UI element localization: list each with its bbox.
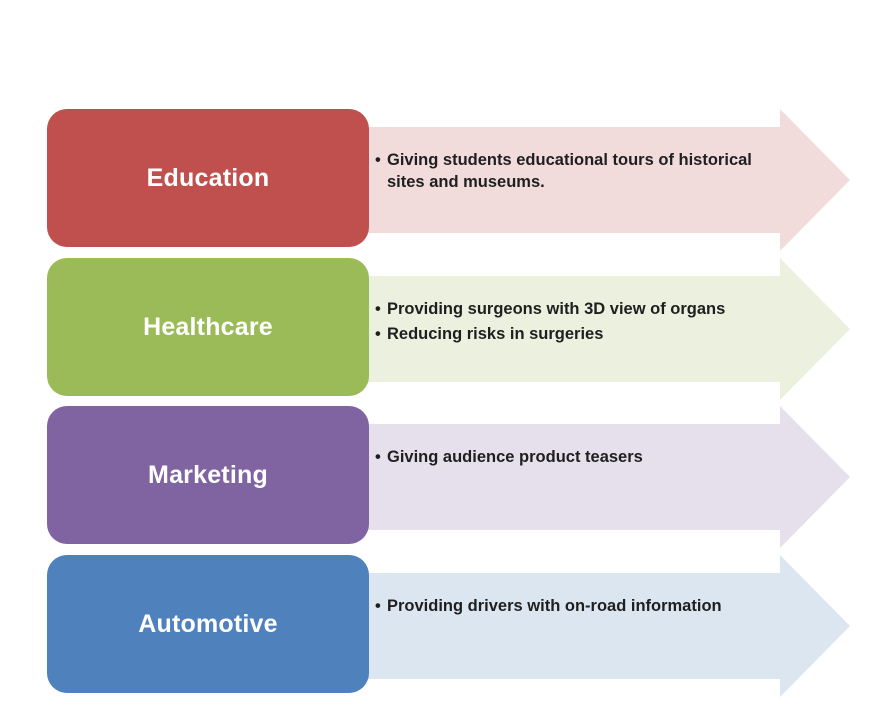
bullet-item: •Providing surgeons with 3D view of orga… xyxy=(375,300,726,318)
bullet-dot-icon: • xyxy=(375,597,381,615)
category-label: Healthcare xyxy=(143,312,273,341)
bullet-item: •Giving audience product teasers xyxy=(375,448,643,466)
category-label: Automotive xyxy=(138,609,278,638)
bullet-list: •Giving students educational tours of hi… xyxy=(373,149,793,196)
category-box: Education xyxy=(47,109,369,247)
category-label: Marketing xyxy=(148,460,268,489)
row-education: Education •Giving students educational t… xyxy=(0,109,892,251)
bullet-dot-icon: • xyxy=(375,325,381,343)
row-healthcare: Healthcare •Providing surgeons with 3D v… xyxy=(0,258,892,400)
bullet-item: •Reducing risks in surgeries xyxy=(375,325,604,343)
arrow-polygon xyxy=(340,555,850,697)
arrow-shape xyxy=(340,109,852,251)
bullet-item: •Providing drivers with on-road informat… xyxy=(375,597,722,615)
bullet-list: •Providing surgeons with 3D view of orga… xyxy=(373,298,793,348)
arrow-shape xyxy=(340,406,852,548)
row-automotive: Automotive •Providing drivers with on-ro… xyxy=(0,555,892,697)
bullet-dot-icon: • xyxy=(375,448,381,466)
category-box: Automotive xyxy=(47,555,369,693)
arrow-polygon xyxy=(340,258,850,400)
category-box: Healthcare xyxy=(47,258,369,396)
category-box: Marketing xyxy=(47,406,369,544)
bullet-dot-icon: • xyxy=(375,300,381,318)
row-marketing: Marketing •Giving audience product tease… xyxy=(0,406,892,548)
arrow-polygon xyxy=(340,109,850,251)
arrow-shape xyxy=(340,555,852,697)
arrow-polygon xyxy=(340,406,850,548)
bullet-dot-icon: • xyxy=(375,151,381,169)
bullet-list: •Giving audience product teasers xyxy=(373,446,793,471)
arrow-shape xyxy=(340,258,852,400)
bullet-list: •Providing drivers with on-road informat… xyxy=(373,595,793,620)
category-label: Education xyxy=(146,163,270,192)
bullet-item: •Giving students educational tours of hi… xyxy=(375,151,752,191)
